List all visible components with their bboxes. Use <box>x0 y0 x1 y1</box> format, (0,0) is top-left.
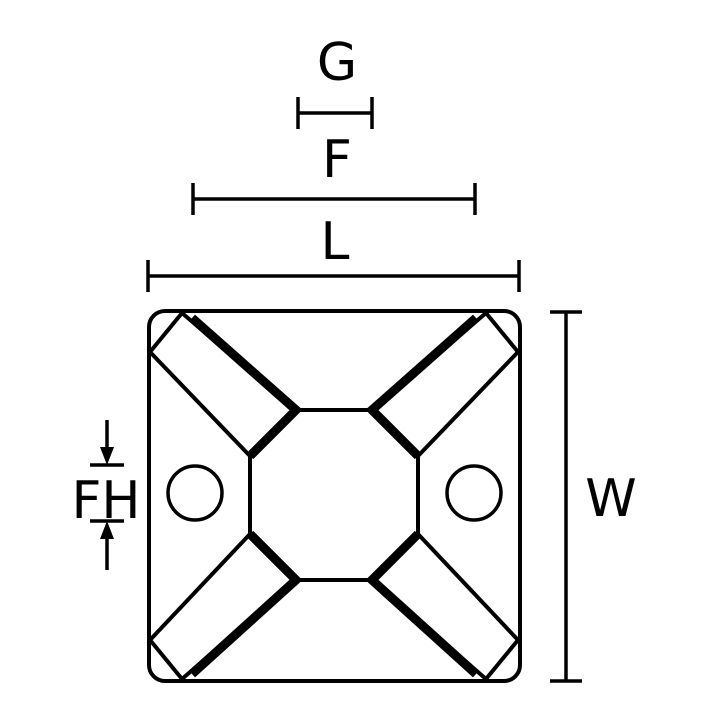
channel-bottom-left <box>148 530 303 681</box>
channel-top-left <box>148 311 303 460</box>
screw-hole-left <box>166 464 224 522</box>
dimension-w: W <box>550 310 637 683</box>
dimension-f: F <box>191 130 477 215</box>
dimension-g: G <box>296 33 374 129</box>
label-w: W <box>585 469 636 529</box>
label-g: G <box>317 33 357 93</box>
arrow-up-icon <box>100 521 114 539</box>
channel-bottom-right <box>365 530 520 681</box>
arrow-down-icon <box>100 447 114 465</box>
channel-top-right <box>365 311 520 460</box>
screw-hole-right <box>445 464 503 522</box>
dimension-l: L <box>146 212 521 292</box>
label-f: F <box>322 130 352 190</box>
label-l: L <box>321 212 350 272</box>
dimension-fh: FH <box>71 420 141 570</box>
